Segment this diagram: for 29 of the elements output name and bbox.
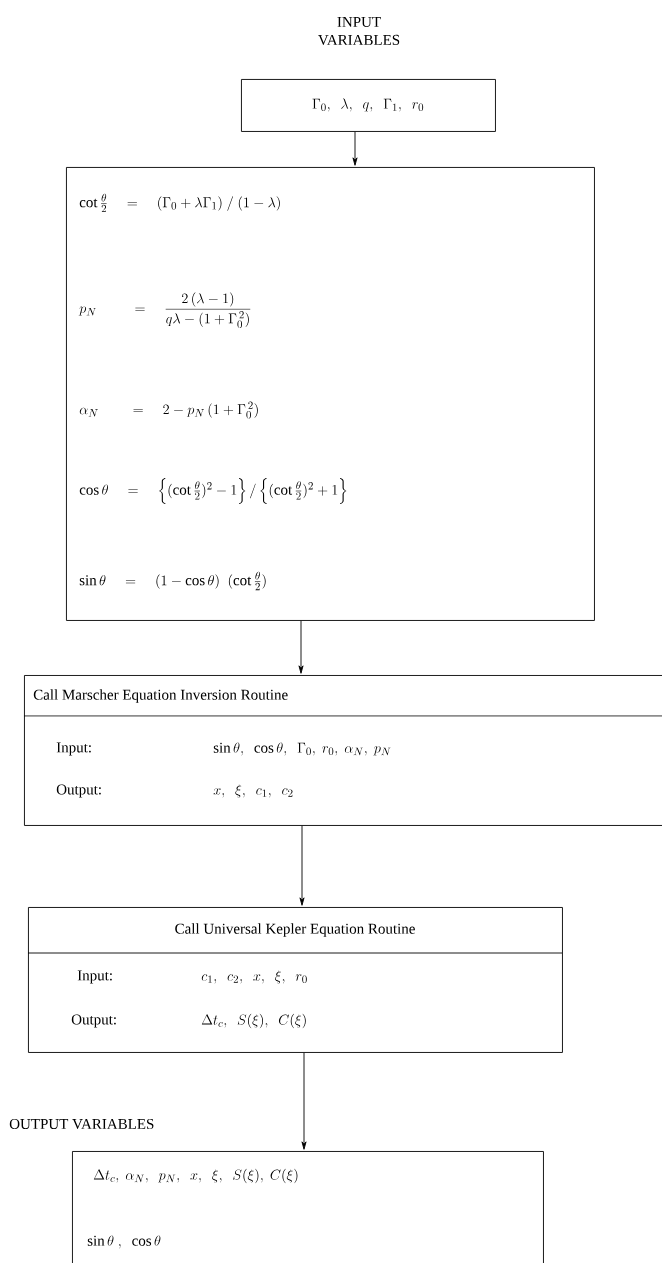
formula: $x,\ \ \xi,\ \ c_1,\ \ c_2$ — [213, 784, 293, 798]
formula: $\sin\theta\quad=\quad(1-\cos\theta)\ \ (\cot\frac{\theta}{2})$ — [79, 571, 266, 591]
input-box — [241, 17, 496, 132]
formula: $\sin\theta\ ,\ \ \cos\theta$ — [87, 1235, 161, 1249]
arrow — [352, 131, 358, 166]
arrow — [301, 1052, 307, 1150]
formula: $\cot\frac{\theta}{2}\quad=\quad(\Gamma_0+\lambda\Gamma_1)\ /\ (1-\lambda)$ — [79, 193, 280, 213]
formula: $\Delta t_c,\ \ S(\xi),\ \ C(\xi)$ — [201, 1013, 306, 1029]
formula: $\sin\theta,\ \ \cos\theta,\ \ \Gamma_0,\ r_0,\ \alpha_N,\ p_N$ — [213, 742, 391, 756]
label-text: Call Marscher Equation Inversion Routine — [33, 689, 288, 703]
formula: $\alpha_N\qquad=\quad 2-p_N\,(1+\Gamma_0^{\,2})$ — [79, 401, 258, 419]
arrow — [298, 620, 304, 674]
formula: $\Delta t_c,\ \alpha_N,\ \ p_N,\ \ x,\ \ \xi,\ \ S(\xi),\ C(\xi)$ — [93, 1168, 298, 1184]
formula: $\cos\theta\quad=\quad\left\{(\cot\frac{\theta}{2})^2-1\right\}/\left\{(\cot\frac{\theta}{2})^2+1\right\}$ — [79, 478, 347, 504]
arrow — [299, 825, 305, 906]
equation-box — [66, 167, 595, 621]
label-text: INPUT VARIABLES — [318, 17, 400, 45]
label-text: Input: — [77, 970, 112, 984]
label-text: Output: — [56, 784, 101, 798]
label-text: OUTPUT VARIABLES — [9, 1118, 154, 1130]
formula: $p_N\qquad\ =\quad\dfrac{2\,(\lambda-1)}{q\lambda-(1+\Gamma_0^{\,2})}$ — [78, 292, 251, 328]
formula: $c_1,\ \ c_2,\ \ x,\ \ \xi,\ \ r_0$ — [201, 970, 307, 984]
formula: $\Gamma_0,\ \ \lambda,\ \ q,\ \ \Gamma_1,\ \ r_0$ — [312, 98, 424, 112]
label-text: Call Universal Kepler Equation Routine — [175, 923, 415, 937]
routine-box — [27, 907, 563, 1053]
label-text: Output: — [71, 1014, 116, 1028]
routine-box — [23, 675, 662, 826]
output-box — [9, 1118, 544, 1263]
label-text: Input: — [56, 742, 91, 756]
